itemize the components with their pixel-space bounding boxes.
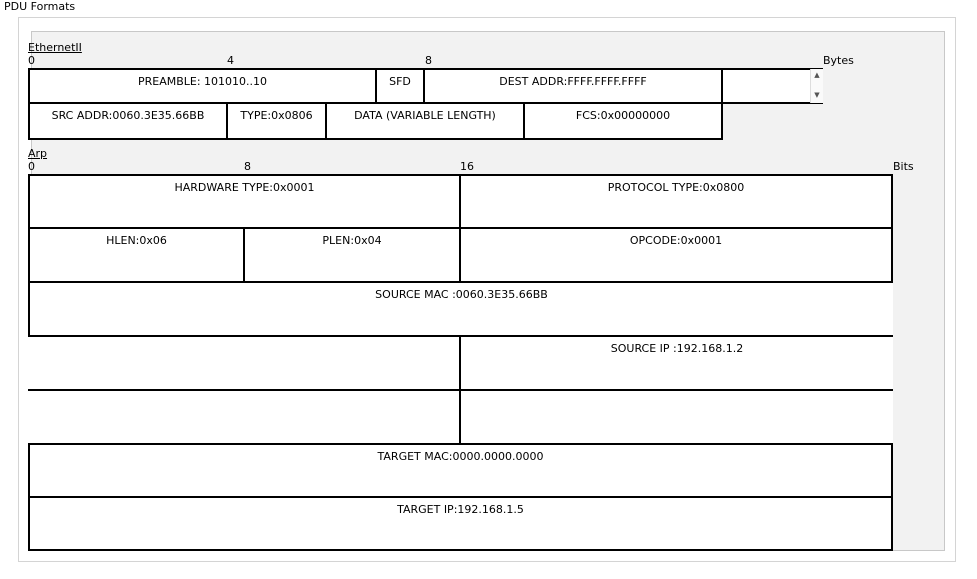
arp-target-mac-field: TARGET MAC:0000.0000.0000 bbox=[28, 445, 893, 498]
panel-title: PDU Formats bbox=[4, 0, 76, 13]
arp-hlen-field: HLEN:0x06 bbox=[28, 229, 245, 283]
ethernet-dest-addr-field: DEST ADDR:FFFF.FFFF.FFFF bbox=[425, 68, 723, 104]
arp-protocol-type-field: PROTOCOL TYPE:0x0800 bbox=[461, 174, 893, 229]
ethernet-tick-8: 8 bbox=[425, 54, 432, 67]
arp-source-mac-cont-field bbox=[28, 337, 461, 391]
ethernet-type-field: TYPE:0x0806 bbox=[228, 104, 327, 140]
arp-source-mac-field: SOURCE MAC :0060.3E35.66BB bbox=[28, 283, 893, 337]
scroll-down-icon[interactable]: ▼ bbox=[814, 91, 820, 99]
ethernet-unit-label: Bytes bbox=[823, 54, 854, 67]
arp-target-ip-field: TARGET IP:192.168.1.5 bbox=[28, 498, 893, 551]
arp-target-mac-start-field bbox=[461, 391, 893, 445]
ethernet-scrollbar[interactable]: ▲ ▼ bbox=[810, 69, 823, 103]
scroll-up-icon[interactable]: ▲ bbox=[814, 71, 820, 79]
arp-tick-0: 0 bbox=[28, 160, 35, 173]
ethernet-tick-4: 4 bbox=[227, 54, 234, 67]
arp-opcode-field: OPCODE:0x0001 bbox=[461, 229, 893, 283]
arp-source-ip-cont-field bbox=[28, 391, 461, 445]
ethernet-data-field: DATA (VARIABLE LENGTH) bbox=[327, 104, 525, 140]
arp-tick-16: 16 bbox=[460, 160, 474, 173]
ethernet-tick-0: 0 bbox=[28, 54, 35, 67]
ethernet-preamble-field: PREAMBLE: 101010..10 bbox=[28, 68, 377, 104]
arp-unit-label: Bits bbox=[893, 160, 914, 173]
arp-hardware-type-field: HARDWARE TYPE:0x0001 bbox=[28, 174, 461, 229]
arp-source-ip-field: SOURCE IP :192.168.1.2 bbox=[461, 337, 893, 391]
ethernet-section-label: EthernetII bbox=[28, 41, 82, 54]
arp-tick-8: 8 bbox=[244, 160, 251, 173]
ethernet-sfd-field: SFD bbox=[377, 68, 425, 104]
arp-section-label: Arp bbox=[28, 147, 48, 160]
ethernet-src-addr-field: SRC ADDR:0060.3E35.66BB bbox=[28, 104, 228, 140]
arp-plen-field: PLEN:0x04 bbox=[245, 229, 461, 283]
ethernet-fcs-field: FCS:0x00000000 bbox=[525, 104, 723, 140]
ethernet-extra-field bbox=[723, 68, 823, 104]
